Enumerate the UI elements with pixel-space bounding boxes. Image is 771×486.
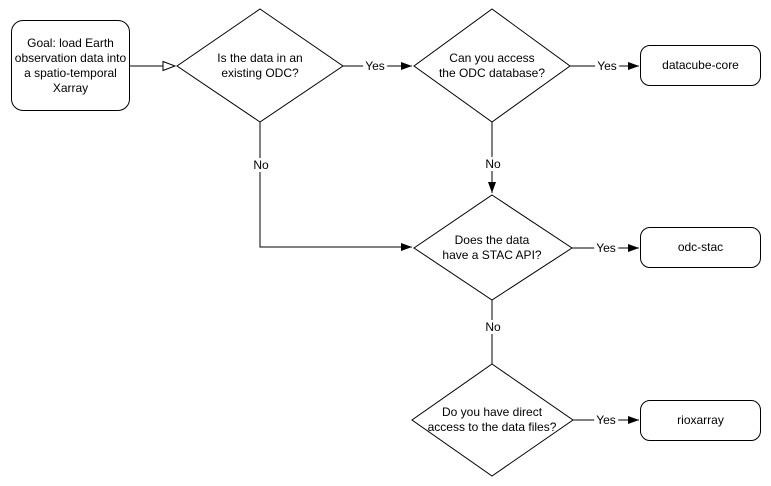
edge-label-no-existing-odc: No bbox=[251, 158, 271, 172]
edge-label-no-stac-api: No bbox=[483, 320, 503, 334]
decision-existing-odc-diamond bbox=[176, 8, 344, 123]
decision-stac-api-diamond bbox=[413, 194, 573, 301]
edge-label-yes-existing-odc: Yes bbox=[363, 59, 387, 73]
edge-label-no-access-db: No bbox=[483, 157, 503, 171]
edge-existing-odc-no-to-stac-api bbox=[259, 122, 412, 251]
result-node-rioxarray: rioxarray bbox=[640, 400, 761, 441]
edge-label-yes-stac-api: Yes bbox=[594, 241, 618, 255]
result-node-datacube-core: datacube-core bbox=[640, 45, 761, 86]
edge-label-yes-access-db: Yes bbox=[595, 59, 619, 73]
result-node-odc-stac: odc-stac bbox=[640, 227, 761, 268]
decision-access-odc-db-diamond bbox=[413, 8, 571, 123]
decision-direct-access-diamond bbox=[411, 363, 574, 477]
edge-label-yes-direct-access: Yes bbox=[594, 413, 618, 427]
start-node-goal: Goal: load Earth observation data into a… bbox=[11, 20, 130, 111]
